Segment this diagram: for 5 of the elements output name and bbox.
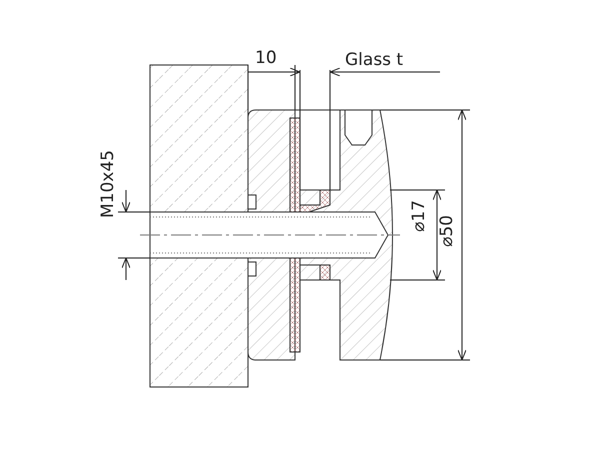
dimension-label: ⌀17 xyxy=(411,200,428,232)
dimension-label: 10 xyxy=(255,50,277,67)
dimension-label: M10x45 xyxy=(100,150,117,218)
dimension-label: Glass t xyxy=(345,52,404,69)
dimension-label: ⌀50 xyxy=(439,215,456,247)
